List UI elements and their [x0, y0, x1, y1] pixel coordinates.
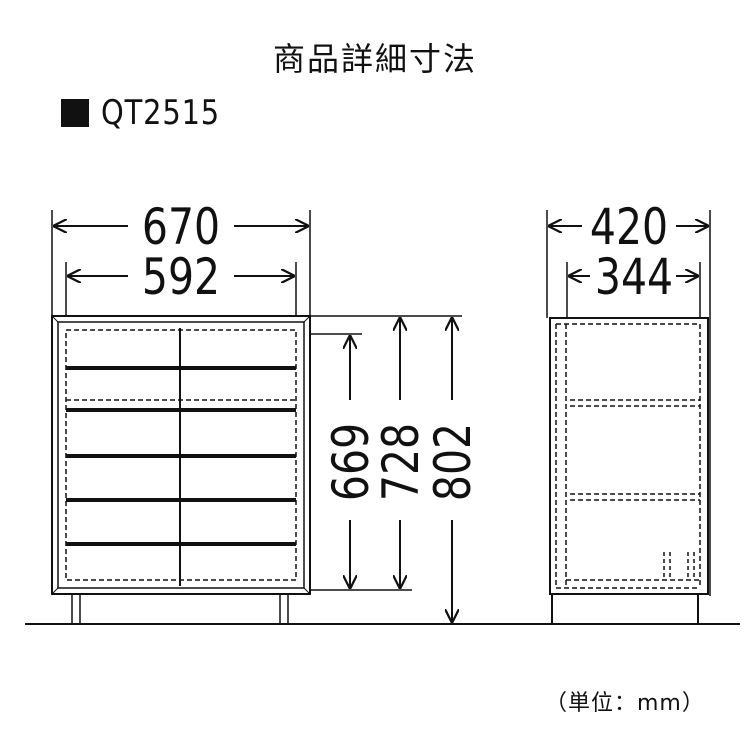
model-label: QT2515 — [61, 93, 241, 133]
unit-note: （単位：mm） — [545, 691, 705, 716]
front-view: 670 592 669 728 802 — [51, 198, 482, 625]
front-outer-frame — [51, 315, 311, 595]
front-inner-frame — [57, 321, 305, 589]
dim-728-label: 728 — [372, 423, 430, 501]
dim-420-label: 420 — [590, 198, 668, 256]
black-square-icon — [61, 99, 89, 127]
dim-344-label: 344 — [595, 248, 673, 306]
dim-802-label: 802 — [424, 423, 482, 501]
dim-669-label: 669 — [322, 423, 380, 501]
page-title: 商品詳細寸法 — [272, 40, 477, 78]
dim-592-label: 592 — [142, 248, 220, 306]
front-leg-right — [279, 593, 289, 625]
front-leg-left — [71, 593, 81, 625]
side-view: 420 344 — [546, 198, 711, 624]
dim-670-label: 670 — [142, 198, 220, 256]
side-outer-frame — [549, 317, 709, 595]
model-code: QT2515 — [101, 93, 221, 133]
